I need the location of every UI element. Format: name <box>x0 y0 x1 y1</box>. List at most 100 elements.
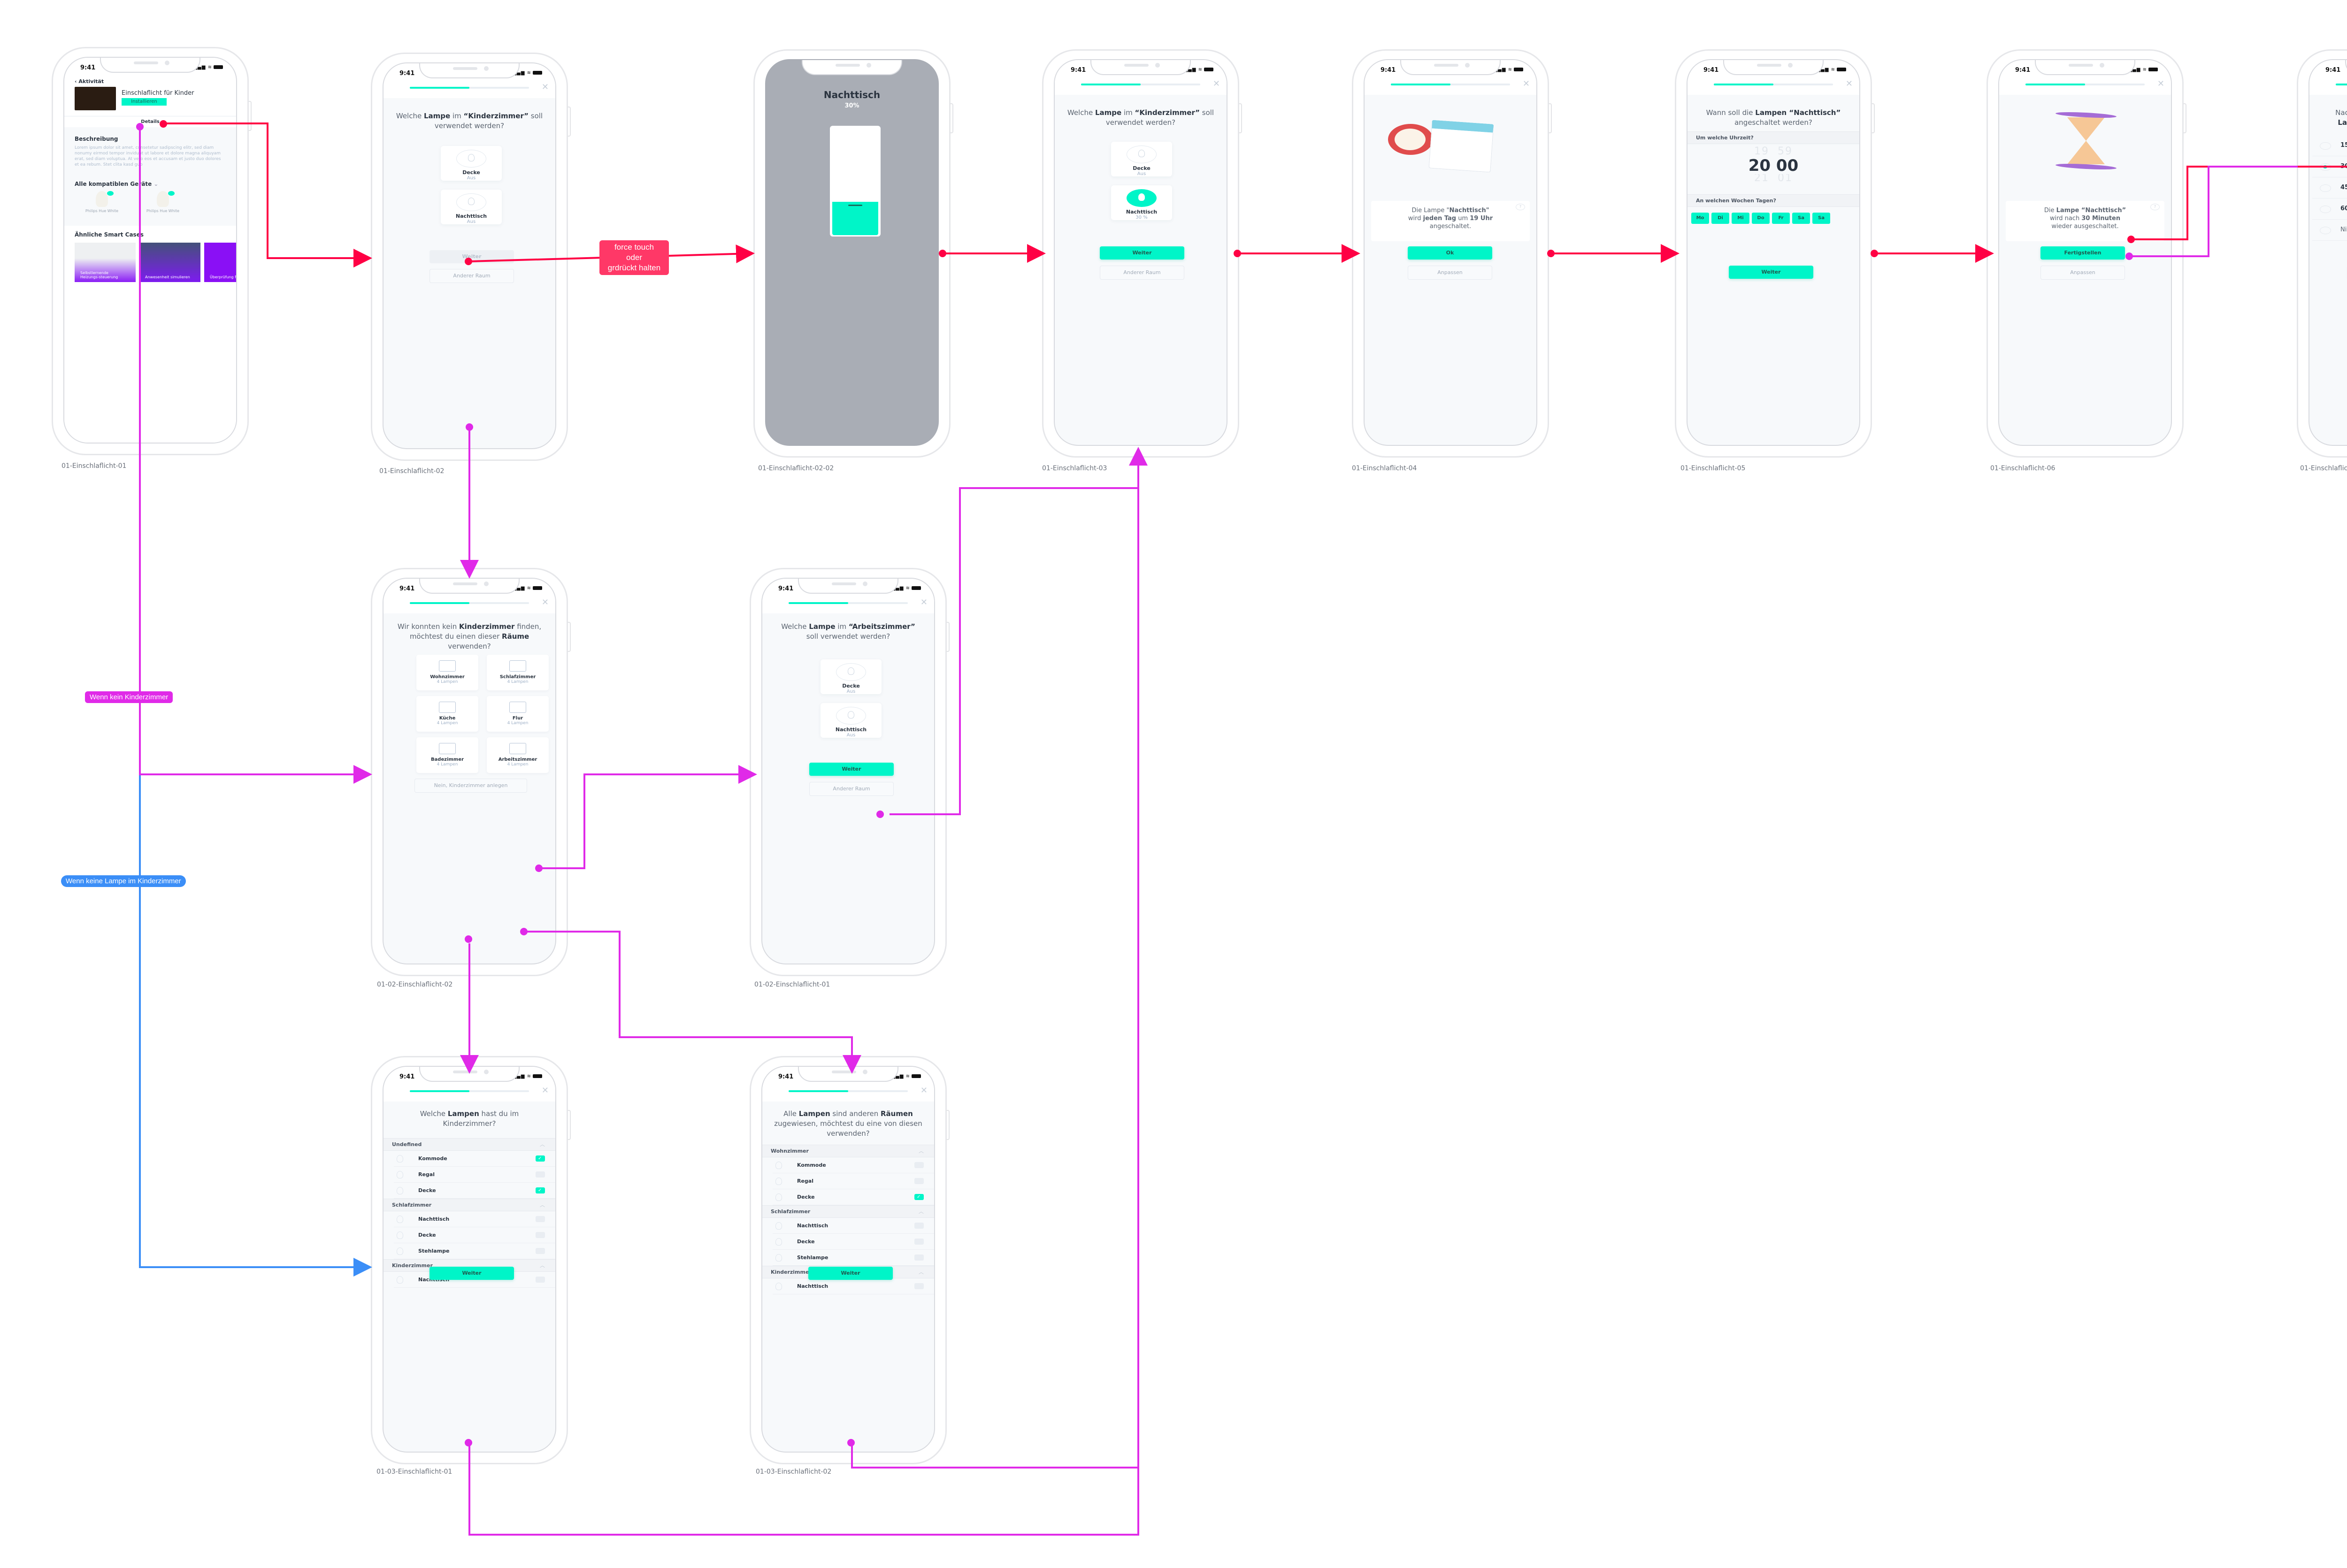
similar-card[interactable]: Überprüfung Fensterzu <box>204 243 236 282</box>
checkbox[interactable] <box>914 1254 924 1261</box>
weiter-button[interactable]: Weiter <box>1100 246 1184 260</box>
weekday-toggle[interactable]: Sa <box>1792 213 1810 224</box>
similar-card[interactable]: Anwesenheit simulieren <box>139 243 200 282</box>
weekday-toggle[interactable]: Do <box>1752 213 1770 224</box>
close-icon[interactable]: ✕ <box>920 597 928 607</box>
create-kinderzimmer-button[interactable]: Nein, Kinderzimmer anlegen <box>414 779 527 793</box>
weekday-toggle[interactable]: Mi <box>1732 213 1749 224</box>
lamp-row[interactable]: Decke <box>773 1234 934 1250</box>
help-icon[interactable]: ? <box>2150 204 2160 210</box>
anpassen-button[interactable]: Anpassen <box>1408 266 1492 280</box>
checkbox[interactable] <box>914 1223 924 1229</box>
room-icon <box>509 743 526 754</box>
weiter-button[interactable]: Weiter <box>808 1267 893 1280</box>
checkbox[interactable] <box>914 1239 924 1245</box>
ok-button[interactable]: Ok <box>1408 246 1492 260</box>
fertigstellen-button[interactable]: Fertigstellen <box>2040 246 2125 260</box>
checkbox[interactable] <box>536 1277 545 1283</box>
checkbox[interactable] <box>914 1189 924 1205</box>
lamp-row[interactable]: Decke <box>394 1183 555 1199</box>
lamp-row[interactable]: Regal <box>394 1167 555 1183</box>
progress-bar <box>789 1090 908 1092</box>
radio-button[interactable] <box>2320 227 2331 234</box>
radio-button[interactable] <box>2320 206 2331 213</box>
lamp-row[interactable]: Decke <box>773 1189 934 1205</box>
help-icon[interactable]: ? <box>1516 204 1525 210</box>
install-button[interactable]: Installieren <box>122 98 167 106</box>
checkbox[interactable] <box>536 1151 545 1166</box>
close-icon[interactable]: ✕ <box>1522 79 1530 89</box>
close-icon[interactable]: ✕ <box>920 1086 928 1095</box>
weiter-button[interactable]: Weiter <box>1729 266 1813 279</box>
weekday-toggle[interactable]: Sa <box>1812 213 1830 224</box>
group-header[interactable]: Schlafzimmer︿ <box>762 1205 934 1218</box>
lamp-row[interactable]: Nachttisch <box>394 1211 555 1227</box>
close-icon[interactable]: ✕ <box>1845 79 1853 89</box>
checkbox[interactable] <box>914 1178 924 1184</box>
device-item[interactable]: Philips Hue White <box>78 191 125 213</box>
brightness-slider[interactable] <box>830 126 881 237</box>
lamp-row[interactable]: Kommode <box>394 1151 555 1167</box>
radio-button[interactable] <box>2320 163 2331 171</box>
status-time: 9:41 <box>778 585 794 592</box>
minute-option[interactable]: 60 Minuten <box>2312 199 2347 220</box>
minute-option[interactable]: 45 Minuten <box>2312 177 2347 199</box>
anpassen-button[interactable]: Anpassen <box>2040 266 2125 280</box>
checkbox[interactable] <box>536 1171 545 1178</box>
close-icon[interactable]: ✕ <box>1212 79 1220 89</box>
group-header[interactable]: Wohnzimmer︿ <box>762 1145 934 1157</box>
checkbox[interactable] <box>914 1283 924 1289</box>
lamp-row[interactable]: Nachttisch <box>773 1278 934 1294</box>
anderer-raum-button[interactable]: Anderer Raum <box>809 782 894 796</box>
slider-handle[interactable] <box>848 205 862 207</box>
anderer-raum-button[interactable]: Anderer Raum <box>430 269 514 283</box>
lamp-row[interactable]: Regal <box>773 1173 934 1189</box>
lamp-row[interactable]: Stehlampe <box>773 1250 934 1266</box>
close-icon[interactable]: ✕ <box>541 597 549 607</box>
lamp-row[interactable]: Kommode <box>773 1157 934 1173</box>
radio-button[interactable] <box>2320 142 2331 150</box>
group-header[interactable]: Undefined︿ <box>383 1138 555 1151</box>
close-icon[interactable]: ✕ <box>2157 79 2164 89</box>
back-link[interactable]: ‹ Aktivität <box>75 78 104 84</box>
minute-option[interactable]: Nicht ausschalten <box>2312 220 2347 241</box>
minute-option[interactable]: 30 Minuten <box>2312 156 2347 177</box>
anderer-raum-button[interactable]: Anderer Raum <box>1100 266 1184 280</box>
weekday-toggle[interactable]: Fr <box>1772 213 1790 224</box>
checkbox[interactable] <box>914 1162 924 1168</box>
close-icon[interactable]: ✕ <box>541 1086 549 1095</box>
weiter-button[interactable]: Weiter <box>809 763 894 776</box>
close-icon[interactable]: ✕ <box>541 82 549 92</box>
minute-option[interactable]: 15 Minuten <box>2312 135 2347 156</box>
checkbox[interactable] <box>536 1232 545 1238</box>
time-picker[interactable]: 19 59 20 00 21 01 <box>1687 145 1859 188</box>
weiter-button[interactable]: Weiter <box>430 1267 514 1280</box>
similar-card[interactable]: Selbstlernende Heizungs-steuerung <box>75 243 136 282</box>
lightbulb-icon <box>397 1247 403 1255</box>
lamp-row[interactable]: Nachttisch <box>773 1218 934 1234</box>
tab-details[interactable]: Details <box>64 116 236 128</box>
weekday-toggle[interactable]: Di <box>1711 213 1729 224</box>
checkbox[interactable] <box>536 1248 545 1254</box>
lamp-row[interactable]: Stehlampe <box>394 1243 555 1259</box>
devices-heading[interactable]: Alle kompatiblen Geräte ⌄ <box>75 181 159 187</box>
checkbox[interactable] <box>536 1216 545 1222</box>
lamp-row[interactable]: Decke <box>394 1227 555 1243</box>
weekday-toggle[interactable]: Mo <box>1691 213 1709 224</box>
radio-button[interactable] <box>2320 184 2331 192</box>
checkbox[interactable] <box>536 1183 545 1198</box>
group-header[interactable]: Schlafzimmer︿ <box>383 1199 555 1211</box>
device-item[interactable]: Philips Hue White <box>139 191 186 213</box>
